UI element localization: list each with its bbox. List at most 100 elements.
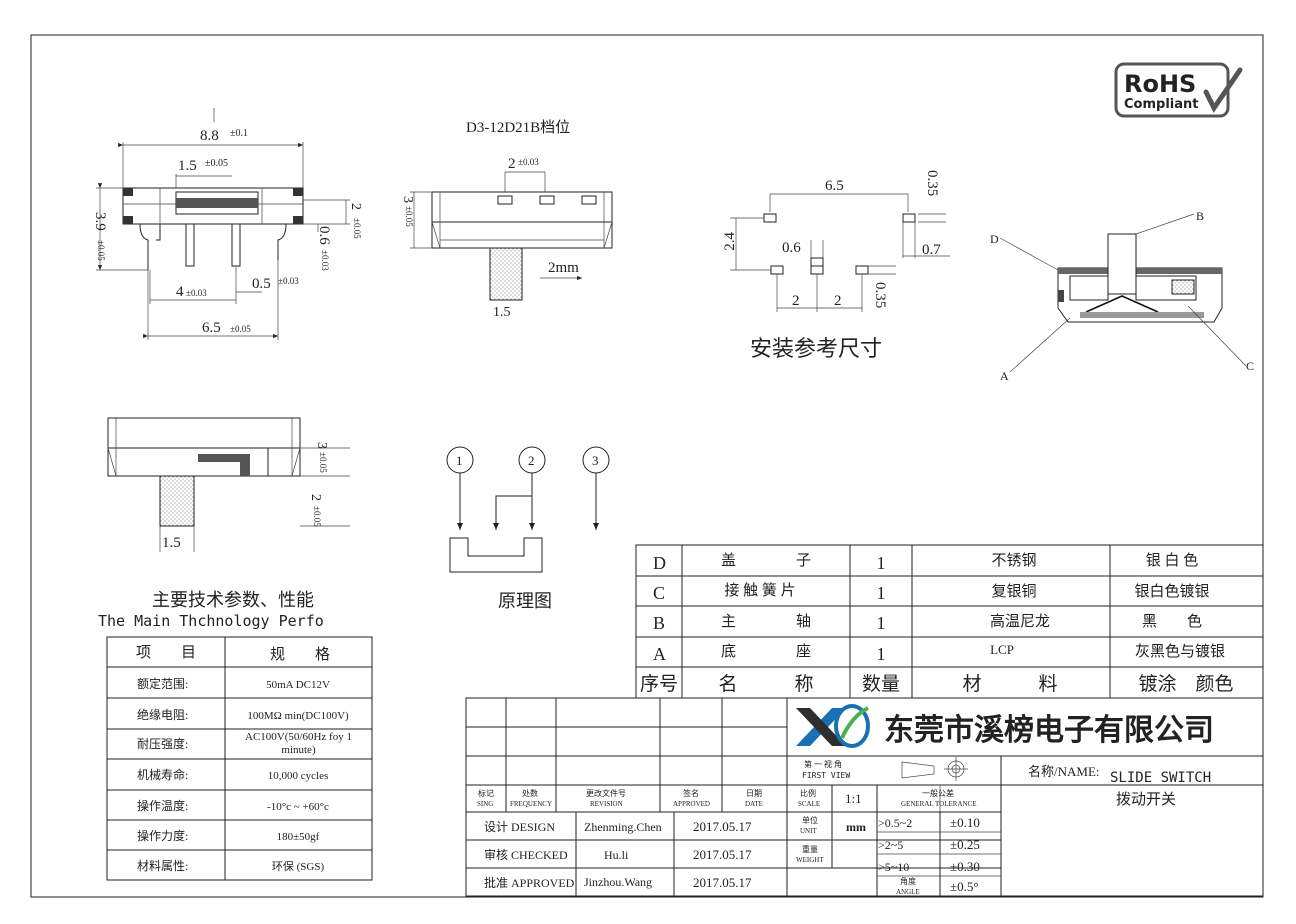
spec-item: 绝缘电阻: [137,707,188,722]
hdr-label: 第 一 视 角 [804,759,842,769]
dim-3: 3 [314,442,329,449]
pad-dim: 0.35 [924,170,940,196]
spec-value: 100MΩ min(DC100V) [247,710,349,722]
hdr-label: APPROVED [673,800,710,808]
bom-header-id: 序号 [640,673,678,695]
dim-tol: ±0.05 [312,506,322,527]
bom-header-name: 名 称 [718,673,813,695]
section-view: B D A C [990,209,1254,383]
person-name: Zhenming.Chen [584,820,662,834]
rohs-badge: RoHS Compliant [1114,62,1243,118]
dim-tol: ±0.05 [230,324,251,334]
hdr-label: UNIT [800,827,817,835]
spec-item: 额定范围: [137,676,188,691]
hdr-label: 签名 [683,788,699,798]
pad-dim: 0.7 [922,242,941,258]
dim-3-9: 3.9 [92,212,108,231]
dim-1-5: 1.5 [493,305,511,320]
bom-id: B [653,613,665,633]
role-label: 审核 CHECKED [484,847,568,862]
rohs-sub: Compliant [1124,97,1198,112]
spec-value: 10,000 cycles [268,770,328,782]
dim-0-5: 0.5 [252,276,271,292]
spec-table: 主要技术参数、性能 The Main Thchnology Perfo 项 目 … [98,590,373,881]
spec-heading-cn: 主要技术参数、性能 [152,590,314,610]
pad-dim: 0.35 [872,282,888,308]
pin-1: 1 [456,453,463,468]
bom-qty: 1 [877,644,886,664]
bom-finish: 银白色镀银 [1134,583,1209,600]
bom-part-name: 盖 子 [721,552,811,569]
bom-id: C [653,583,665,603]
dim-2: 2 [348,203,363,210]
spec-item: 操作力度: [137,828,188,843]
hdr-label: 更改文件号 [586,788,626,798]
spec-value: 环保 (SGS) [272,859,325,873]
hdr-label: SING [477,800,493,808]
hdr-label: 一般公差 [922,788,954,798]
hdr-label: 角度 [900,876,916,886]
sign-date: 2017.05.17 [693,819,752,834]
spec-col-item: 项 目 [136,644,196,661]
dim-2mm: 2mm [548,260,579,276]
spec-value: -10°c ~ +60°c [267,801,329,813]
hdr-label: 日期 [746,789,762,798]
dim-tol: ±0.1 [230,128,248,139]
pad-dim: 6.5 [825,178,844,194]
bom-id: A [653,644,666,664]
bom-finish: 黑 色 [1142,613,1202,630]
spec-item: 耐压强度: [137,736,188,751]
check-icon [1203,67,1243,113]
bom-part-name: 底 座 [721,643,811,660]
dim-6-5: 6.5 [202,320,221,336]
dim-3: 3 [400,196,415,203]
bom-qty: 1 [877,583,886,603]
pin-2: 2 [528,453,535,468]
dim-tol: ±0.05 [352,218,362,239]
company-name: 东莞市溪榜电子有限公司 [884,713,1214,748]
hdr-label: GENERAL TOLERANCE [901,800,977,808]
bom-material: 复银铜 [991,582,1036,600]
pad-layout: 6.5 0.35 2.4 0.6 0.7 2 2 0.35 安装参考尺寸 [722,170,950,361]
bom-part-name: 接 触 簧 片 [724,582,795,599]
hdr-label: 标记 [478,788,494,798]
tol-range: >0.5~2 [878,816,912,830]
bom-table: D 盖 子 1 不锈钢 银 白 色 C 接 触 簧 片 1 复银铜 银白色镀银 … [635,544,1264,699]
spec-heading-en: The Main Thchnology Perfo [98,612,324,630]
dim-tol: ±0.05 [205,158,228,169]
hdr-label: 比例 [800,788,816,798]
tol-value: ±0.10 [950,815,980,830]
front-view: 8.8 ±0.1 1.5 ±0.05 3.9 ±0.05 2 ±0 [92,108,363,340]
side-view: D3-12D21B档位 2 ±0.03 1.5 2mm 3 ±0.05 [400,119,613,320]
spec-item: 机械寿命: [137,767,188,782]
sign-date: 2017.05.17 [693,847,752,862]
hdr-label: WEIGHT [796,856,824,864]
bom-header-finish: 镀涂 颜色 [1138,673,1233,695]
hdr-label: DATE [745,800,763,808]
dim-2: 2 [508,156,516,172]
dim-4: 4 [176,284,184,300]
dim-1-5: 1.5 [178,158,197,174]
tol-range: >2~5 [878,838,903,852]
unit-value: mm [846,820,866,834]
dim-2: 2 [308,494,323,501]
callout-a: A [1000,369,1009,383]
bom-material: 高温尼龙 [990,613,1050,630]
bom-header-material: 材 料 [962,673,1057,695]
model-title: D3-12D21B档位 [466,119,570,136]
bom-id: D [653,553,666,573]
sign-date: 2017.05.17 [693,875,752,890]
spec-col-spec: 规 格 [270,646,330,663]
dim-tol: ±0.05 [318,452,328,473]
hdr-label: ANGLE [896,888,920,896]
pad-dim: 2 [834,293,842,309]
hdr-label: FREQUENCY [510,800,552,808]
spec-value: 50mA DC12V [266,679,330,691]
rohs-title: RoHS [1124,70,1196,98]
person-name: Hu.li [604,848,629,862]
hdr-label: FIRST VIEW [802,771,850,780]
role-label: 设计 DESIGN [484,820,555,834]
bom-material: 不锈钢 [991,552,1036,569]
tol-value: ±0.30 [950,859,980,874]
